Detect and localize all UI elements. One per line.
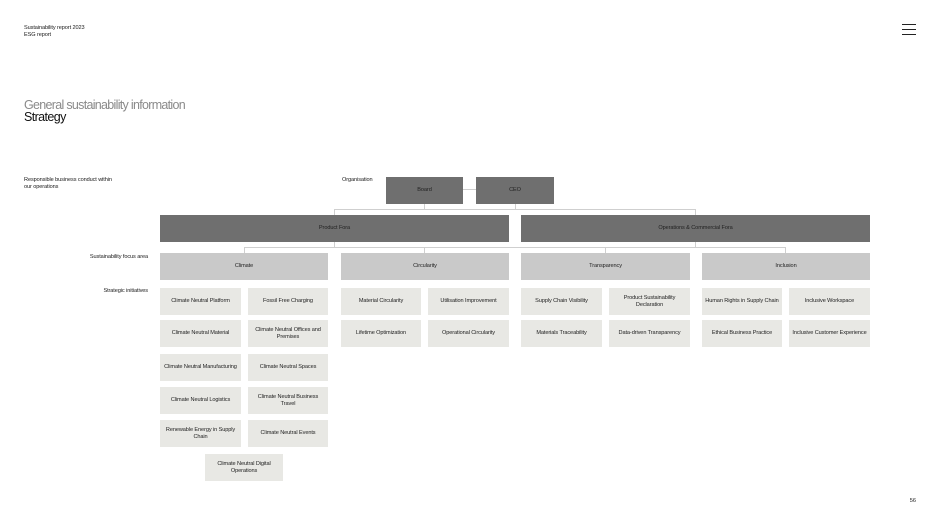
connector-line xyxy=(334,242,335,247)
board-box: Board xyxy=(386,177,463,204)
connector-line xyxy=(695,209,696,215)
page-title: Strategy xyxy=(24,110,66,124)
intro-label: Responsible business conduct within our … xyxy=(24,177,112,190)
page-number: 56 xyxy=(909,498,916,504)
ceo-box: CEO xyxy=(476,177,554,204)
connector-line xyxy=(244,247,245,253)
initiative-box: Climate Neutral Platform xyxy=(160,288,241,315)
focus-area-circularity: Circularity xyxy=(341,253,509,280)
initiative-box: Climate Neutral Spaces xyxy=(248,354,328,381)
initiatives-label: Strategic initiatives xyxy=(103,288,148,294)
initiative-box: Supply Chain Visibility xyxy=(521,288,602,315)
initiative-box: Fossil Free Charging xyxy=(248,288,328,315)
initiative-box: Data-driven Transparency xyxy=(609,320,690,347)
initiative-box: Climate Neutral Material xyxy=(160,320,241,347)
section-title: General sustainability information xyxy=(24,98,186,112)
organisation-label: Organisation xyxy=(342,177,373,183)
initiative-box: Renewable Energy in Supply Chain xyxy=(160,420,241,447)
report-header: Sustainability report 2023 ESG report xyxy=(24,25,85,38)
connector-line xyxy=(785,247,786,253)
initiative-box: Inclusive Workspace xyxy=(789,288,870,315)
initiative-box: Product Sustainability Declaration xyxy=(609,288,690,315)
connector-line xyxy=(463,189,476,190)
connector-line xyxy=(244,247,786,248)
initiative-box: Utilisation Improvement xyxy=(428,288,509,315)
initiative-box: Climate Neutral Digital Operations xyxy=(205,454,283,481)
operations-fora-box: Operations & Commercial Fora xyxy=(521,215,870,242)
connector-line xyxy=(515,204,516,209)
product-fora-box: Product Fora xyxy=(160,215,509,242)
initiative-box: Operational Circularity xyxy=(428,320,509,347)
initiative-box: Climate Neutral Logistics xyxy=(160,387,241,414)
initiative-box: Human Rights in Supply Chain xyxy=(702,288,782,315)
connector-line xyxy=(605,247,606,253)
initiative-box: Ethical Business Practice xyxy=(702,320,782,347)
report-title: Sustainability report 2023 xyxy=(24,25,85,31)
initiative-box: Climate Neutral Events xyxy=(248,420,328,447)
report-subtitle: ESG report xyxy=(24,31,51,38)
connector-line xyxy=(695,242,696,247)
connector-line xyxy=(334,209,696,210)
focus-area-inclusion: Inclusion xyxy=(702,253,870,280)
initiative-box: Climate Neutral Business Travel xyxy=(248,387,328,414)
hamburger-menu-icon[interactable] xyxy=(902,24,916,36)
focus-area-transparency: Transparency xyxy=(521,253,690,280)
initiative-box: Materials Traceability xyxy=(521,320,602,347)
initiative-box: Climate Neutral Offices and Premises xyxy=(248,320,328,347)
initiative-box: Climate Neutral Manufacturing xyxy=(160,354,241,381)
connector-line xyxy=(424,204,425,209)
initiative-box: Material Circularity xyxy=(341,288,421,315)
initiative-box: Lifetime Optimization xyxy=(341,320,421,347)
focus-area-climate: Climate xyxy=(160,253,328,280)
initiative-box: Inclusive Customer Experience xyxy=(789,320,870,347)
connector-line xyxy=(424,247,425,253)
focus-area-label: Sustainability focus area xyxy=(89,254,148,260)
connector-line xyxy=(334,209,335,215)
